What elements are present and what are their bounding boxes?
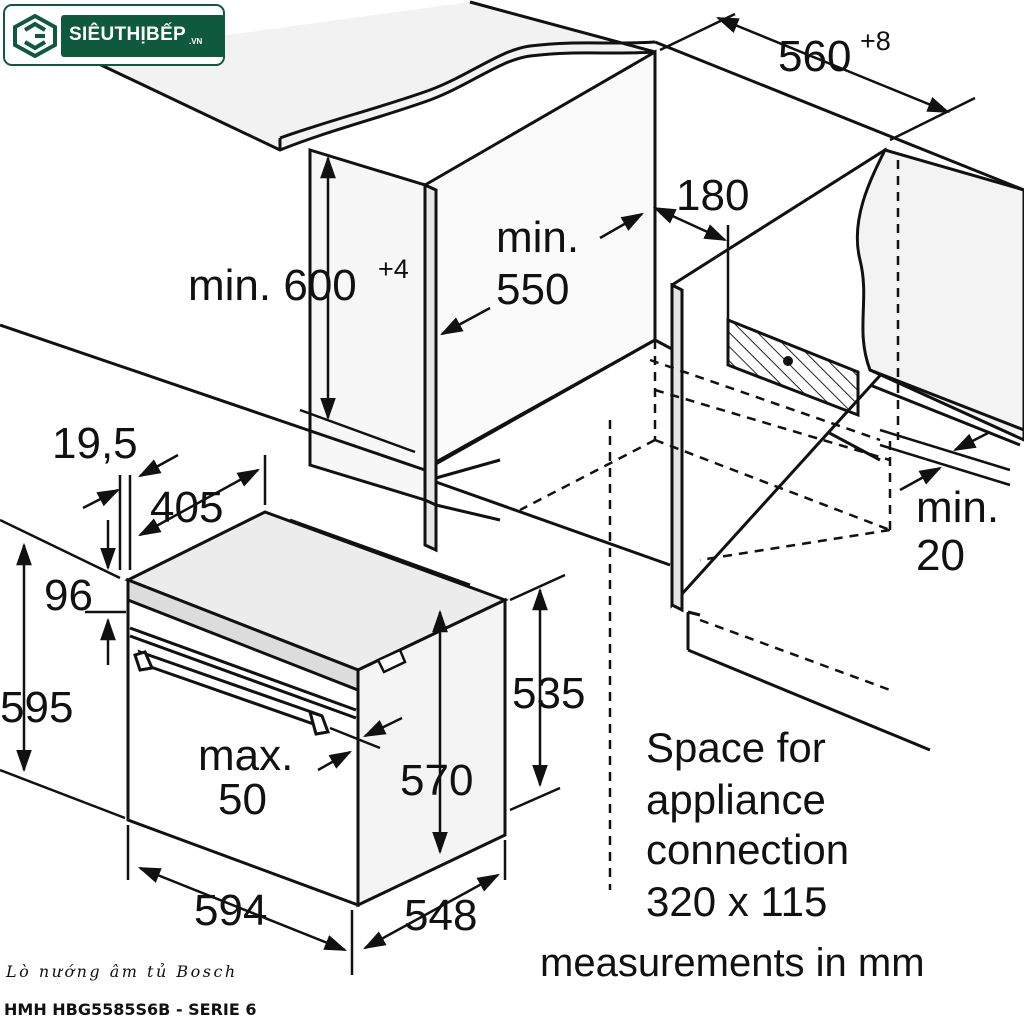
connection-area bbox=[726, 225, 860, 418]
niche-height-label: min. 600 bbox=[188, 261, 357, 310]
gap-min-label-line1: min. bbox=[916, 483, 999, 532]
depth-min-label-line2: 550 bbox=[496, 265, 569, 314]
connection-note-line1: Space for bbox=[646, 724, 826, 771]
niche-width-label: 560 bbox=[778, 32, 851, 81]
fascia-height-label: 96 bbox=[44, 571, 93, 620]
oven-body bbox=[124, 510, 509, 908]
body-height-back-label: 535 bbox=[512, 669, 585, 718]
niche-height-tolerance: +4 bbox=[378, 254, 409, 284]
connection-note: Space for appliance connection 320 x 115… bbox=[540, 724, 925, 985]
connection-note-line2: appliance bbox=[646, 776, 826, 823]
dimension-labels: 560 +8 min. 600 +4 min. 550 180 min. 20 … bbox=[0, 26, 999, 940]
depth-min-label-line1: min. bbox=[496, 213, 579, 262]
panel-thickness-label: 19,5 bbox=[52, 419, 138, 468]
brand-logo[interactable]: SIÊUTHỊBẾP .VN bbox=[3, 4, 225, 66]
total-height-label: 595 bbox=[0, 683, 73, 732]
connection-note-line4: 320 x 115 bbox=[646, 878, 827, 925]
gap-min-label-line2: 20 bbox=[916, 531, 965, 580]
dimension-lines bbox=[0, 12, 1011, 975]
product-caption-model: HMH HBG5585S6B - SERIE 6 bbox=[4, 1000, 257, 1019]
oven-vent bbox=[376, 648, 407, 674]
connection-offset-label: 180 bbox=[676, 171, 749, 220]
logo-brand-text: SIÊUTHỊBẾP bbox=[69, 24, 187, 45]
logo-suffix-text: .VN bbox=[189, 37, 203, 46]
logo-plate bbox=[61, 15, 225, 57]
body-height-inner-label: 570 bbox=[400, 756, 473, 805]
units-note: measurements in mm bbox=[540, 941, 925, 985]
top-depth-label: 405 bbox=[150, 483, 223, 532]
niche-width-tolerance: +8 bbox=[860, 26, 891, 56]
door-gap-label-line2: 50 bbox=[218, 775, 267, 824]
door-gap-label-line1: max. bbox=[198, 731, 293, 780]
oven-handle bbox=[133, 649, 331, 736]
connection-note-line3: connection bbox=[646, 826, 849, 873]
hexagon-logo-icon bbox=[13, 14, 57, 58]
product-caption-title: Lò nướng âm tủ Bosch bbox=[6, 962, 238, 981]
cabinet-side-panel-left bbox=[308, 49, 657, 553]
body-depth-label: 548 bbox=[404, 891, 477, 940]
total-width-label: 594 bbox=[194, 886, 267, 935]
niche-outline-dashed bbox=[519, 160, 900, 890]
